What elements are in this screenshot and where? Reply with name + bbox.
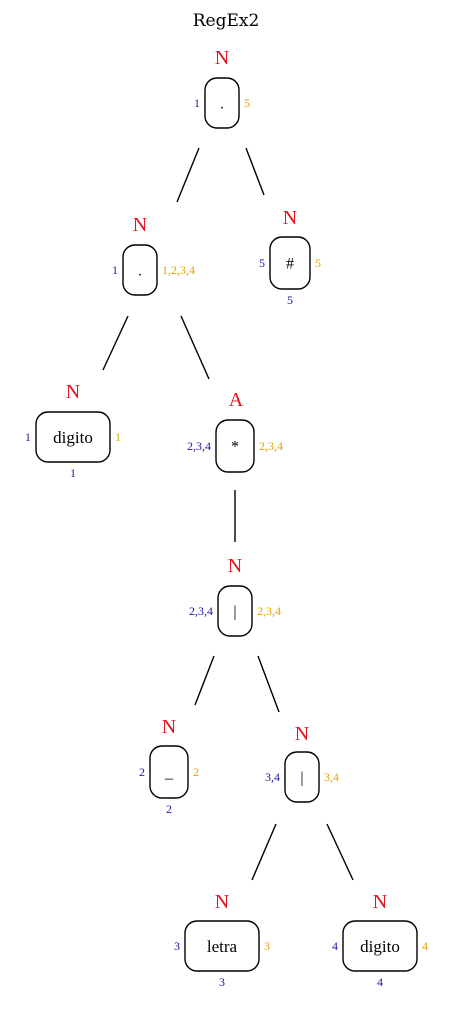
firstpos-label: 2,3,4: [189, 604, 213, 618]
node-symbol: #: [286, 256, 294, 273]
node-box: [342, 920, 418, 972]
node-box: [284, 751, 320, 803]
nullable-label: N: [283, 207, 297, 229]
node-symbol: digito: [53, 428, 93, 447]
edge-n8-n10: [326, 823, 354, 881]
nullable-label: N: [162, 716, 176, 738]
node-box: [149, 745, 189, 799]
followpos-label: 3: [219, 975, 225, 989]
lastpos-label: 2,3,4: [259, 439, 283, 453]
tree-node: * A 2,3,4 2,3,4: [187, 389, 283, 473]
node-box: [122, 244, 158, 296]
node-symbol: .: [220, 96, 224, 112]
tree-edges: [102, 147, 354, 881]
node-box: [215, 419, 255, 473]
node-symbol: digito: [360, 937, 400, 956]
edge-n6-n7: [194, 655, 215, 706]
nullable-label: N: [66, 381, 80, 403]
edge-n2-n4: [102, 315, 129, 371]
tree-node: letra N 3 3 3: [174, 891, 270, 989]
firstpos-label: 4: [332, 939, 338, 953]
followpos-label: 1: [70, 466, 76, 480]
firstpos-label: 1: [112, 263, 118, 277]
lastpos-label: 1: [115, 430, 121, 444]
firstpos-label: 2,3,4: [187, 439, 211, 453]
tree-node: . N 1 1,2,3,4: [112, 214, 195, 296]
edge-n1-n2: [176, 147, 200, 203]
firstpos-label: 3: [174, 939, 180, 953]
lastpos-label: 5: [315, 256, 321, 270]
firstpos-label: 1: [194, 96, 200, 110]
tree-node: _ N 2 2 2: [139, 716, 199, 816]
tree-node: digito N 4 4 4: [332, 891, 428, 989]
edge-n8-n9: [251, 823, 277, 881]
node-box: [35, 411, 111, 463]
diagram-title: RegEx2: [193, 11, 260, 31]
lastpos-label: 1,2,3,4: [162, 263, 195, 277]
followpos-label: 4: [377, 975, 383, 989]
followpos-label: 5: [287, 293, 293, 307]
nullable-label: N: [295, 723, 309, 745]
firstpos-label: 3,4: [265, 770, 280, 784]
lastpos-label: 4: [422, 939, 428, 953]
node-symbol: _: [164, 765, 174, 782]
tree-node: | N 3,4 3,4: [265, 723, 339, 803]
firstpos-label: 5: [259, 256, 265, 270]
firstpos-label: 1: [25, 430, 31, 444]
followpos-label: 2: [166, 802, 172, 816]
nullable-label: N: [133, 214, 147, 236]
node-symbol: letra: [207, 937, 238, 956]
lastpos-label: 2: [193, 765, 199, 779]
lastpos-label: 5: [244, 96, 250, 110]
node-box: [217, 585, 253, 637]
node-symbol: |: [300, 770, 303, 787]
lastpos-label: 3: [264, 939, 270, 953]
lastpos-label: 2,3,4: [257, 604, 281, 618]
edge-n6-n8: [257, 655, 280, 713]
edge-n1-n3: [245, 147, 265, 196]
tree-node: digito N 1 1 1: [25, 381, 121, 480]
nullable-label: N: [373, 891, 387, 913]
node-symbol: .: [138, 263, 142, 279]
node-box: [204, 77, 240, 129]
nullable-label: A: [229, 389, 244, 411]
nullable-label: N: [215, 47, 229, 69]
node-symbol: |: [233, 604, 236, 621]
edge-n2-n5: [180, 315, 210, 380]
node-symbol: *: [231, 439, 239, 456]
nullable-label: N: [215, 891, 229, 913]
tree-node: . N 1 5: [194, 47, 250, 129]
firstpos-label: 2: [139, 765, 145, 779]
tree-node: | N 2,3,4 2,3,4: [189, 555, 281, 637]
lastpos-label: 3,4: [324, 770, 339, 784]
node-box: [269, 236, 311, 290]
nullable-label: N: [228, 555, 242, 577]
tree-node: # N 5 5 5: [259, 207, 321, 307]
node-box: [184, 920, 260, 972]
